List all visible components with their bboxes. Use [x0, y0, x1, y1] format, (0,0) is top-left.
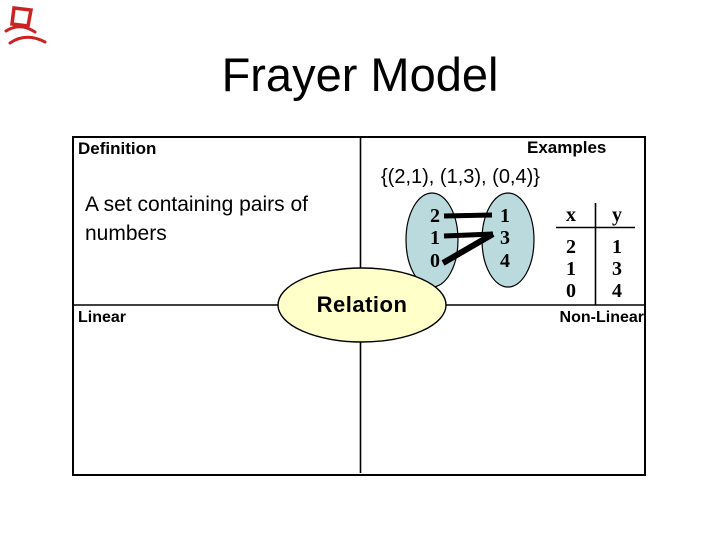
table-header-y: y: [612, 204, 622, 226]
map-line-1-to-3: [443, 231, 494, 239]
range-value: 4: [500, 250, 510, 272]
range-value: 3: [500, 227, 510, 249]
slide-title: Frayer Model: [221, 48, 499, 101]
table-cell: 2: [566, 236, 576, 258]
definition-label: Definition: [78, 139, 157, 158]
relation-oval: [277, 267, 447, 343]
relation-label: Relation: [316, 292, 408, 317]
table-cell: 4: [612, 280, 622, 302]
frayer-frame: [72, 136, 646, 476]
table-header-x: x: [566, 204, 576, 226]
table-cell: 0: [566, 280, 576, 302]
domain-value: 1: [430, 227, 440, 249]
table-cell: 1: [612, 236, 622, 258]
nonlinear-label: Non-Linear: [559, 309, 644, 326]
linear-label: Linear: [78, 309, 127, 326]
red-ink-square: [10, 6, 34, 28]
map-line-2-to-1: [443, 212, 493, 219]
red-ink-stroke-1: [4, 25, 37, 34]
domain-value: 2: [430, 205, 440, 227]
map-line-0-diagonal: [441, 231, 495, 266]
set-notation: {(2,1), (1,3), (0,4)}: [381, 166, 540, 188]
domain-value: 0: [430, 250, 440, 272]
red-ink-stroke-2: [8, 35, 47, 45]
examples-label: Examples: [527, 138, 607, 157]
range-value: 1: [500, 205, 510, 227]
definition-text: A set containing pairs of numbers: [85, 193, 308, 245]
table-cell: 3: [612, 258, 622, 280]
red-ink-annotation: [4, 6, 47, 45]
table-cell: 1: [566, 258, 576, 280]
